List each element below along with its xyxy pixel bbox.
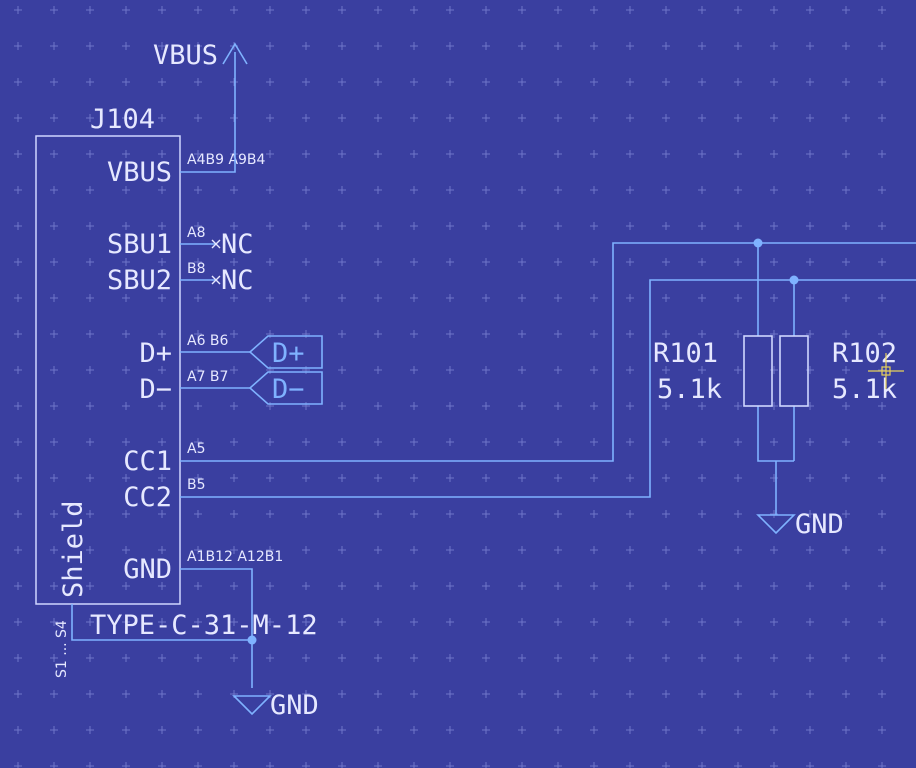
resistor-r101-value[interactable]: 5.1k [657, 374, 722, 405]
junction-dot [247, 635, 257, 645]
power-symbol-vbus[interactable]: VBUS [153, 40, 248, 71]
pin-name-cc2: CC2 [123, 482, 172, 513]
resistor-r102-value[interactable]: 5.1k [832, 374, 897, 405]
wire-cc2[interactable] [180, 279, 916, 498]
cursor-crosshair-icon [868, 353, 904, 389]
pin-num-gnd: A1B12 A12B1 [187, 549, 283, 565]
pin-num-dm: A7 B7 [187, 369, 228, 385]
connector-value[interactable]: TYPE-C-31-M-12 [90, 610, 318, 641]
nc-x-icon [211, 239, 221, 249]
pin-num-sbu2: B8 [187, 261, 206, 277]
power-symbol-gnd-resistors[interactable]: GND [756, 509, 844, 540]
connector-body[interactable] [35, 135, 181, 605]
nc-x-icon [211, 275, 221, 285]
junction-dot [789, 275, 799, 285]
vbus-arrow-icon [222, 42, 248, 65]
wire-vbus[interactable] [180, 52, 236, 173]
power-symbol-gnd-connector[interactable]: GND [232, 690, 319, 721]
pin-name-dm: D− [139, 374, 172, 405]
nc-sbu2[interactable]: NC [211, 265, 254, 296]
nc-label: NC [221, 229, 254, 260]
pin-num-sbu1: A8 [187, 225, 205, 241]
wires [71, 52, 916, 688]
pin-num-cc2: B5 [187, 477, 206, 493]
junction-dot [753, 238, 763, 248]
nc-label: NC [221, 265, 254, 296]
resistor-r102-ref[interactable]: R102 [832, 338, 897, 369]
nc-sbu1[interactable]: NC [211, 229, 254, 260]
wire-gnd[interactable] [180, 568, 253, 688]
pin-num-dp: A6 B6 [187, 333, 229, 349]
gnd-label: GND [270, 690, 319, 721]
net-label-dp[interactable]: D+ [248, 335, 323, 369]
pin-name-vbus: VBUS [107, 157, 172, 188]
ground-icon [756, 514, 796, 535]
pin-num-shield: S1 ... S4 [54, 620, 70, 678]
wire-cc1[interactable] [180, 242, 916, 462]
resistor-r101-ref[interactable]: R101 [653, 338, 718, 369]
pin-name-dp: D+ [139, 338, 172, 369]
grid-marks [14, 6, 886, 768]
pin-name-shield: Shield [58, 500, 89, 598]
pin-num-cc1: A5 [187, 441, 205, 457]
resistor-r101-body[interactable] [743, 335, 773, 407]
junctions [247, 238, 799, 645]
pin-name-gnd: GND [123, 554, 172, 585]
net-label-shape [248, 371, 323, 405]
pin-num-vbus: A4B9 A9B4 [187, 152, 266, 168]
pin-name-sbu2: SBU2 [107, 265, 172, 296]
vbus-label: VBUS [153, 40, 218, 71]
resistor-r102-body[interactable] [779, 335, 809, 407]
net-label-dm[interactable]: D− [248, 371, 323, 405]
net-label-text: D− [272, 374, 305, 405]
net-label-text: D+ [272, 338, 305, 369]
pin-name-cc1: CC1 [123, 446, 172, 477]
pin-name-sbu1: SBU1 [107, 229, 172, 260]
wire-r101-bottom[interactable] [757, 406, 794, 462]
gnd-label: GND [795, 509, 844, 540]
wire-shield[interactable] [71, 604, 252, 641]
grid-layer [14, 6, 886, 768]
ground-icon [232, 695, 272, 716]
connector-ref[interactable]: J104 [90, 104, 155, 135]
net-label-shape [248, 335, 323, 369]
